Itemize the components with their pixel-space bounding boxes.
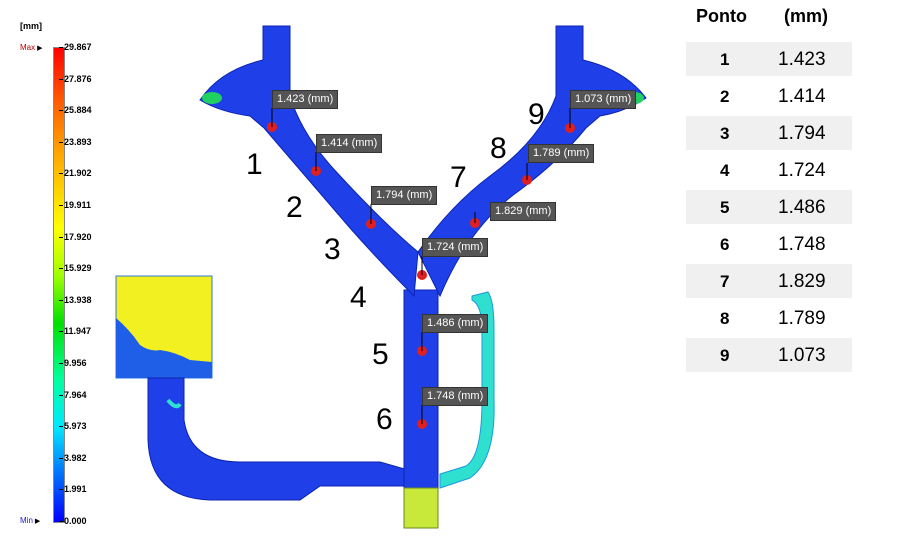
- table-row: 2 1.414: [686, 79, 852, 113]
- point-number-5: 5: [372, 338, 389, 371]
- point-number-8: 8: [490, 132, 507, 165]
- table-row: 8 1.789: [686, 301, 852, 335]
- legend-min-label: Min▶: [20, 516, 41, 525]
- legend-tick: 29.867: [59, 42, 92, 52]
- row-value: 1.794: [778, 123, 826, 144]
- legend-tick: 19.911: [58, 200, 92, 210]
- point-label-8: 1.789 (mm): [528, 144, 595, 163]
- row-point: 3: [720, 124, 730, 143]
- table-row: 9 1.073: [686, 338, 852, 372]
- row-point: 2: [720, 87, 730, 106]
- simulation-model: 1.423 (mm) 1.414 (mm) 1.794 (mm) 1.724 (…: [115, 25, 647, 529]
- table-row: 7 1.829: [686, 264, 852, 298]
- point-label-1: 1.423 (mm): [272, 90, 339, 109]
- color-legend: [mm] Max▶ Min▶ 29.867 27.876 25.884 23.8…: [0, 0, 110, 539]
- legend-tick: 23.893: [59, 137, 92, 147]
- legend-color-bar: [53, 47, 65, 523]
- leader-lines: [271, 108, 571, 424]
- legend-tick: 11.947: [58, 326, 92, 336]
- legend-tick: 3.982: [59, 453, 87, 463]
- row-value: 1.486: [778, 197, 826, 218]
- point-label-4: 1.724 (mm): [422, 238, 489, 257]
- bottom-stub: [403, 487, 439, 529]
- row-point: 4: [720, 161, 730, 180]
- legend-tick: 27.876: [59, 74, 92, 84]
- legend-max-label: Max▶: [20, 43, 43, 52]
- row-point: 6: [720, 235, 730, 254]
- row-value: 1.414: [778, 86, 826, 107]
- table-row: 6 1.748: [686, 227, 852, 261]
- row-value: 1.789: [778, 308, 826, 329]
- point-label-7: 1.829 (mm): [490, 202, 557, 221]
- point-label-2: 1.414 (mm): [316, 134, 383, 153]
- table-header-point: Ponto: [696, 6, 747, 26]
- legend-tick: 5.973: [59, 421, 87, 431]
- point-number-6: 6: [376, 403, 393, 436]
- legend-tick: 1.991: [59, 484, 87, 494]
- point-number-9: 9: [528, 98, 545, 131]
- measurement-markers: [267, 122, 575, 429]
- row-point: 1: [720, 50, 730, 69]
- legend-tick: 0.000: [59, 516, 87, 526]
- reservoir-blue-region: [116, 318, 212, 378]
- table-row: 5 1.486: [686, 190, 852, 224]
- legend-tick: 17.920: [59, 232, 92, 242]
- row-point: 9: [720, 346, 730, 365]
- legend-tick: 25.884: [59, 105, 92, 115]
- legend-tick: 13.938: [59, 295, 92, 305]
- legend-tick: 9.956: [59, 358, 87, 368]
- legend-tick: 21.902: [59, 168, 92, 178]
- row-point: 8: [720, 309, 730, 328]
- legend-unit: [mm]: [20, 21, 42, 31]
- legend-tick: 15.929: [59, 263, 92, 273]
- point-number-7: 7: [450, 161, 467, 194]
- point-label-5: 1.486 (mm): [422, 314, 489, 333]
- table-row: 3 1.794: [686, 116, 852, 150]
- point-number-3: 3: [324, 233, 341, 266]
- row-value: 1.748: [778, 234, 826, 255]
- row-point: 7: [720, 272, 730, 291]
- table-row: 1 1.423: [686, 42, 852, 76]
- point-label-6: 1.748 (mm): [422, 387, 489, 406]
- left-branch: [199, 25, 419, 298]
- point-number-4: 4: [350, 281, 367, 314]
- manifold-geometry: [115, 25, 647, 529]
- table-row: 4 1.724: [686, 153, 852, 187]
- row-value: 1.423: [778, 49, 826, 70]
- row-value: 1.829: [778, 271, 826, 292]
- legend-tick: 7.964: [59, 390, 87, 400]
- point-number-2: 2: [286, 191, 303, 224]
- row-point: 5: [720, 198, 730, 217]
- table-header-mm: (mm): [784, 6, 828, 26]
- row-value: 1.073: [778, 345, 826, 366]
- left-feed-pipe: [147, 377, 409, 501]
- point-label-9: 1.073 (mm): [570, 90, 637, 109]
- point-number-1: 1: [246, 148, 263, 181]
- point-label-3: 1.794 (mm): [371, 186, 438, 205]
- row-value: 1.724: [778, 160, 826, 181]
